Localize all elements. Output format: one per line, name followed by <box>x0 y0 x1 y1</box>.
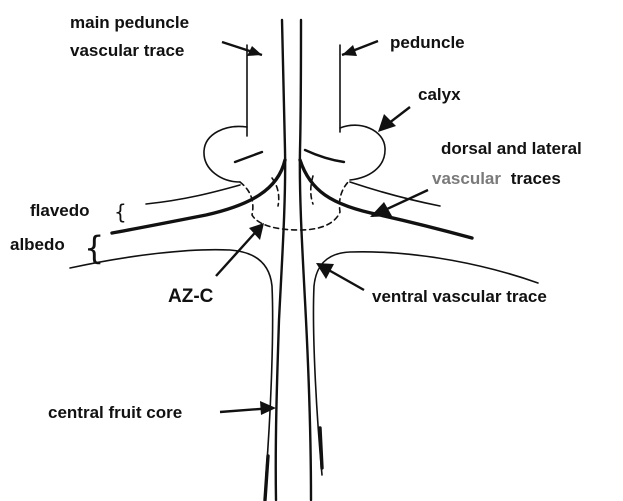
label-main-peduncle-line2: vascular trace <box>70 41 184 60</box>
abscission-zone-inner <box>272 176 313 206</box>
label-central-fruit-core: central fruit core <box>48 403 182 422</box>
label-peduncle: peduncle <box>390 33 465 52</box>
main-vascular-trace-right <box>300 20 311 500</box>
main-vascular-trace-left <box>276 20 285 500</box>
label-azc: AZ-C <box>168 286 214 307</box>
label-flavedo: flavedo <box>30 201 90 220</box>
label-main-peduncle-line1: main peduncle <box>70 13 189 32</box>
label-dorsal-lateral-line1: dorsal and lateral <box>441 139 582 158</box>
label-vascular-faded: vascular <box>432 169 501 188</box>
abscission-zone-outline <box>240 180 350 230</box>
albedo-brace: { <box>84 229 104 267</box>
calyx-left-lobe <box>204 126 247 182</box>
core-arrow-head <box>260 401 276 415</box>
calyx-right-lobe <box>340 125 385 180</box>
albedo-boundary-right <box>313 252 538 475</box>
calyx-right-inner <box>305 150 344 162</box>
label-dorsal-lateral-line2: vascular traces <box>432 169 561 188</box>
albedo-boundary-left <box>70 250 273 475</box>
label-calyx: calyx <box>418 85 461 104</box>
central-core-lower-left <box>265 456 268 500</box>
calyx-arrow-head <box>378 114 396 132</box>
central-core-lower-right <box>320 428 322 468</box>
label-albedo: albedo <box>10 235 65 254</box>
lateral-trace-right-upper <box>350 182 440 206</box>
calyx-left-inner <box>235 152 262 162</box>
label-ventral-vascular-trace: ventral vascular trace <box>372 287 547 306</box>
flavedo-layer-left <box>146 185 240 204</box>
peduncle-pointer-head <box>342 45 357 56</box>
label-traces: traces <box>511 169 561 188</box>
flavedo-brace: { <box>114 200 127 224</box>
